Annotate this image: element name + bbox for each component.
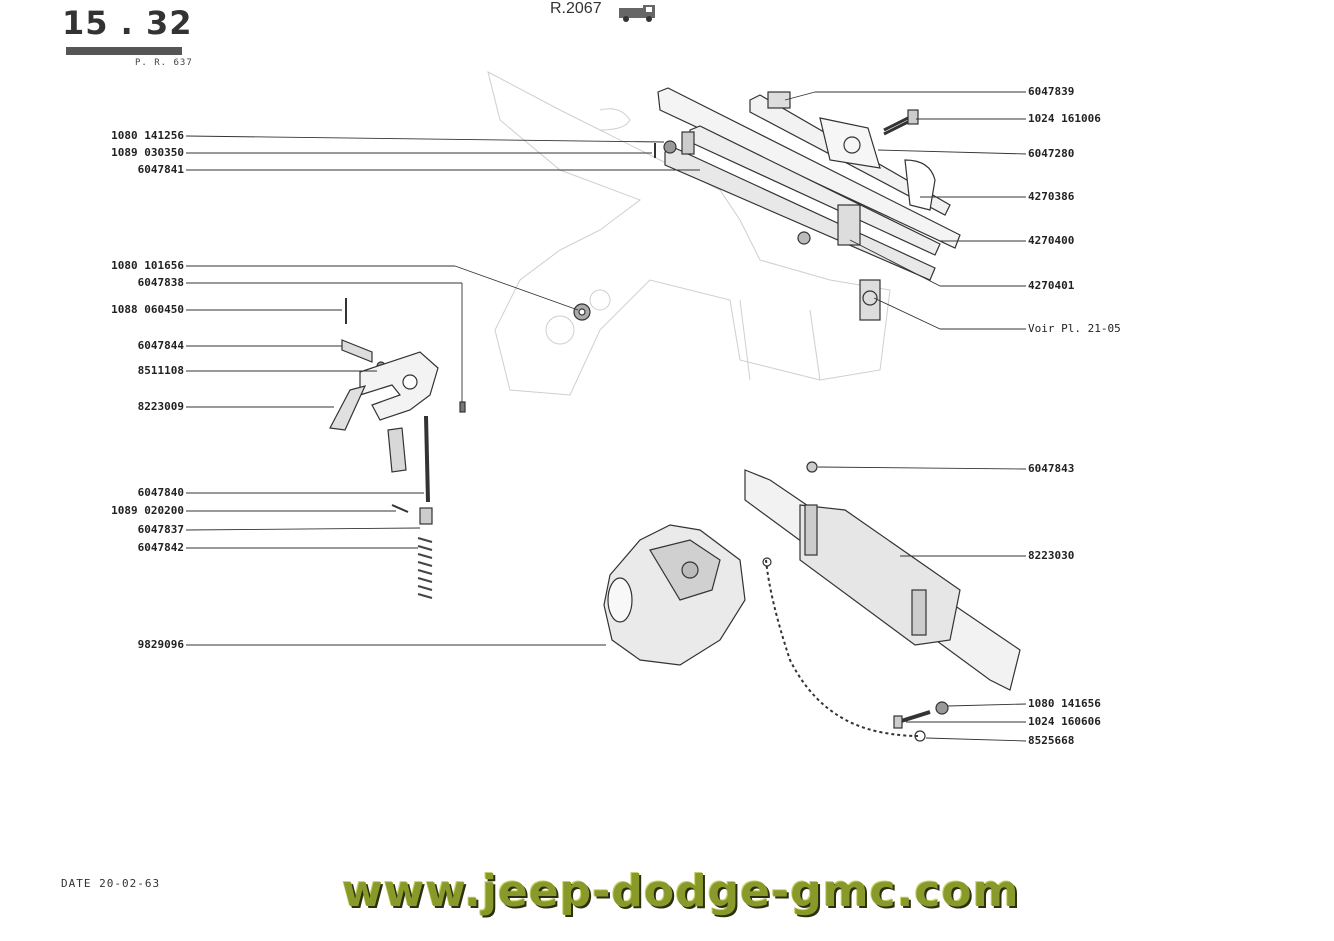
callout-label: 6047842	[137, 541, 184, 554]
callout-label: 1024 161006	[1028, 112, 1101, 125]
header-bar	[66, 47, 182, 55]
document-date: DATE 20-02-63	[61, 877, 161, 890]
page-number: 15 . 32	[62, 4, 193, 42]
callout-label: Voir Pl. 21-05	[1028, 322, 1121, 335]
callout-label: 1088 060450	[111, 303, 184, 316]
callout-label: 8511108	[137, 364, 184, 377]
callout-label: 1080 101656	[111, 259, 184, 272]
callout-label: 6047838	[137, 276, 184, 289]
callout-label: 1080 141256	[111, 129, 184, 142]
callout-label: 6047841	[137, 163, 184, 176]
callout-label: 6047843	[1028, 462, 1075, 475]
callout-label: 8525668	[1028, 734, 1075, 747]
callout-label: 1080 141656	[1028, 697, 1101, 710]
callout-label: 1024 160606	[1028, 715, 1101, 728]
callout-label: 4270400	[1028, 234, 1075, 247]
callout-label: 6047840	[137, 486, 184, 499]
callout-label: 9829096	[137, 638, 184, 651]
callout-label: 4270401	[1028, 279, 1075, 292]
callout-label: 4270386	[1028, 190, 1075, 203]
callout-label: 6047280	[1028, 147, 1075, 160]
model-reference: R.2067	[550, 0, 602, 17]
callout-label: 8223009	[137, 400, 184, 413]
callout-label: 6047839	[1028, 85, 1075, 98]
callout-label: 8223030	[1028, 549, 1075, 562]
website-watermark: www.jeep-dodge-gmc.com	[342, 866, 1020, 917]
callout-label: 6047844	[137, 339, 184, 352]
truck-icon	[619, 5, 655, 22]
callout-label: 1089 020200	[111, 504, 184, 517]
callout-label: 1089 030350	[111, 146, 184, 159]
plate-reference: P. R. 637	[135, 58, 193, 68]
callout-label: 6047837	[137, 523, 184, 536]
